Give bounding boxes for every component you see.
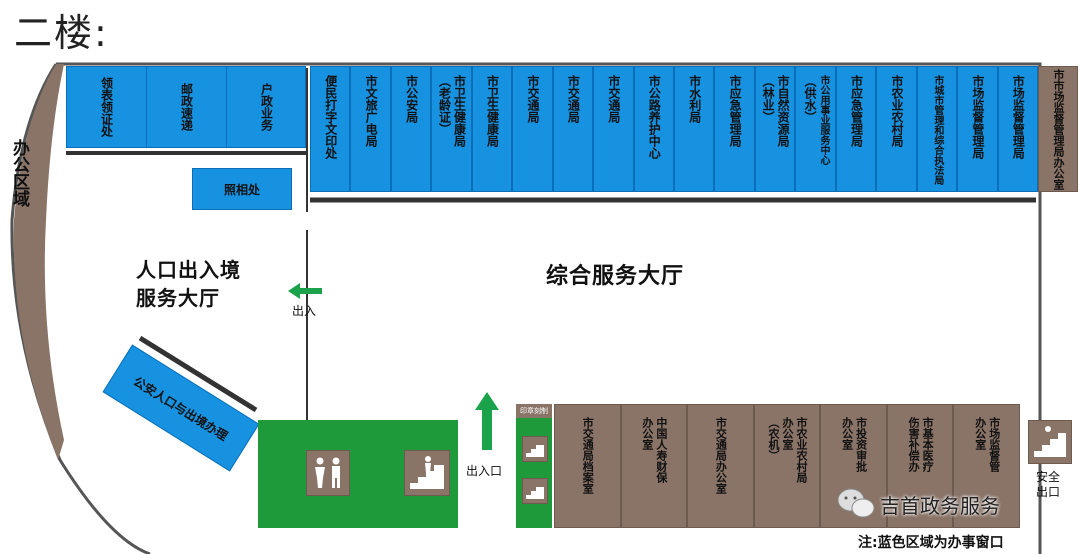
watermark-text: 吉首政务服务 xyxy=(880,494,1000,518)
service-window-label: 市城市管理和综合执法局 xyxy=(931,75,943,185)
service-window[interactable]: 市公用事业服务中心（供水） xyxy=(795,66,836,192)
office-room[interactable]: 市交通局档案室 xyxy=(554,404,621,528)
office-room-label: 市农业农村局 xyxy=(794,417,808,483)
office-room-label: 中国人寿财保 xyxy=(654,417,668,483)
office-room-label: 市投资审批 xyxy=(854,417,868,472)
service-window[interactable]: 市农业农村局 xyxy=(876,66,917,192)
office-room[interactable]: 中国人寿财保办公室 xyxy=(620,404,688,528)
bottom-office-row: 市交通局档案室中国人寿财保办公室市交通局办公室市农业农村局办公室（农机）市投资审… xyxy=(554,404,1020,528)
service-window-label: 市卫生健康局 xyxy=(452,75,467,147)
service-window[interactable]: 便民打字文印处 xyxy=(310,66,351,192)
office-room[interactable]: 市基本医疗伤害补偿办 xyxy=(886,404,954,528)
window-license-pickup[interactable]: 领表领证处 xyxy=(99,77,114,137)
service-window[interactable]: 市公安局 xyxy=(390,66,432,192)
service-window-label: 市应急管理局 xyxy=(728,75,743,147)
immigration-hall-line1: 人口出入境 xyxy=(136,258,241,282)
service-window-label: 市水利局 xyxy=(687,75,702,123)
top-window-row: 便民打字文印处市文旅广电局市公安局市卫生健康局（老龄证）市卫生健康局市交通局市交… xyxy=(310,66,1038,192)
service-window-label: （林业） xyxy=(761,75,776,123)
service-window-label: 市交通局 xyxy=(566,75,581,123)
stairs-icon xyxy=(404,450,450,496)
restroom-icon xyxy=(306,450,350,496)
safety-exit-label: 安全 出口 xyxy=(1036,470,1060,500)
immigration-hall-label: 人口出入境 服务大厅 xyxy=(136,256,241,312)
service-window-label: 市公路养护中心 xyxy=(647,75,662,159)
office-room-label: 市场监督管 xyxy=(987,417,1001,472)
service-window[interactable]: 市交通局 xyxy=(552,66,594,192)
office-room-label: 市交通局档案室 xyxy=(581,417,595,494)
main-hall-label: 综合服务大厅 xyxy=(546,264,685,289)
top-left-window-group xyxy=(66,66,306,148)
stamp-label: 印章刻制 xyxy=(516,404,552,418)
service-window[interactable]: 市应急管理局 xyxy=(714,66,755,192)
service-window-label: 市公安局 xyxy=(404,75,419,123)
window-photo[interactable]: 照相处 xyxy=(192,168,292,210)
service-window[interactable]: 市城市管理和综合执法局 xyxy=(916,66,958,192)
service-window-label: 市应急管理局 xyxy=(849,75,864,147)
floor-title: 二楼: xyxy=(14,11,109,55)
stairs-icon xyxy=(522,478,548,504)
stairs-icon xyxy=(522,436,548,462)
office-room-label: （农机） xyxy=(766,417,780,461)
service-window[interactable]: 市文旅广电局 xyxy=(350,66,391,192)
market-supervision-office[interactable]: 市市场监督管理局办公室 xyxy=(1038,66,1078,192)
service-window-label: 市场监督管理局 xyxy=(970,75,985,159)
office-room[interactable]: 市农业农村局办公室（农机） xyxy=(753,404,821,528)
service-window-label: 市自然资源局 xyxy=(776,75,791,147)
arrow-up-icon xyxy=(475,392,499,450)
office-room-label: 伤害补偿办 xyxy=(907,417,921,472)
divider xyxy=(226,66,227,148)
safety-exit-line2: 出口 xyxy=(1036,485,1061,499)
service-window[interactable]: 市场监督管理局 xyxy=(957,66,998,192)
service-window-label: 市文旅广电局 xyxy=(364,75,379,147)
service-window-label: 市农业农村局 xyxy=(889,75,904,147)
office-area-band xyxy=(13,64,64,460)
service-window-label: 市公用事业服务中心 xyxy=(818,75,830,165)
service-window[interactable]: 市公路养护中心 xyxy=(633,66,674,192)
entrance-label: 出入口 xyxy=(466,464,503,478)
service-window-label: 市交通局 xyxy=(606,75,621,123)
service-window[interactable]: 市交通局 xyxy=(512,66,553,192)
divider xyxy=(146,66,147,148)
office-room-label: 办公室 xyxy=(780,417,794,450)
service-window[interactable]: 市应急管理局 xyxy=(835,66,877,192)
arrow-left-icon xyxy=(288,283,322,299)
office-room[interactable]: 市场监督管办公室 xyxy=(953,404,1020,528)
stamp-engraving-area[interactable] xyxy=(516,404,552,528)
office-area-label: 办公区域 xyxy=(9,139,29,207)
service-window[interactable]: 市水利局 xyxy=(674,66,715,192)
office-room-label: 办公室 xyxy=(973,417,987,450)
office-room[interactable]: 市交通局办公室 xyxy=(687,404,754,528)
service-window-label: 市场监督管理局 xyxy=(1011,75,1026,159)
office-room-label: 市基本医疗 xyxy=(921,417,935,472)
immigration-hall-line2: 服务大厅 xyxy=(136,286,220,310)
service-window-label: （老龄证） xyxy=(437,75,452,135)
office-room-label: 办公室 xyxy=(640,417,654,450)
safety-exit-stairs-icon xyxy=(1028,420,1072,464)
service-window-label: 市交通局 xyxy=(525,75,540,123)
office-room-label: 市交通局办公室 xyxy=(714,417,728,494)
immigration-exit-label: 出入 xyxy=(292,304,317,318)
wechat-icon xyxy=(836,486,876,522)
window-household-registration[interactable]: 户政业务 xyxy=(259,83,274,131)
service-window[interactable]: 市自然资源局（林业） xyxy=(754,66,796,192)
service-window[interactable]: 市场监督管理局 xyxy=(997,66,1038,192)
safety-exit-line1: 安全 xyxy=(1036,470,1061,484)
service-window-label: 市卫生健康局 xyxy=(485,75,500,147)
office-room-label: 办公室 xyxy=(840,417,854,450)
service-window-label: 便民打字文印处 xyxy=(323,75,338,159)
service-window[interactable]: 市卫生健康局 xyxy=(471,66,513,192)
service-window-label: （供水） xyxy=(803,75,818,123)
service-window[interactable]: 市卫生健康局（老龄证） xyxy=(431,66,472,192)
service-window[interactable]: 市交通局 xyxy=(593,66,634,192)
window-postal-express[interactable]: 邮政速递 xyxy=(179,83,194,131)
legend-note: 注:蓝色区域为办事窗口 xyxy=(858,535,1004,551)
